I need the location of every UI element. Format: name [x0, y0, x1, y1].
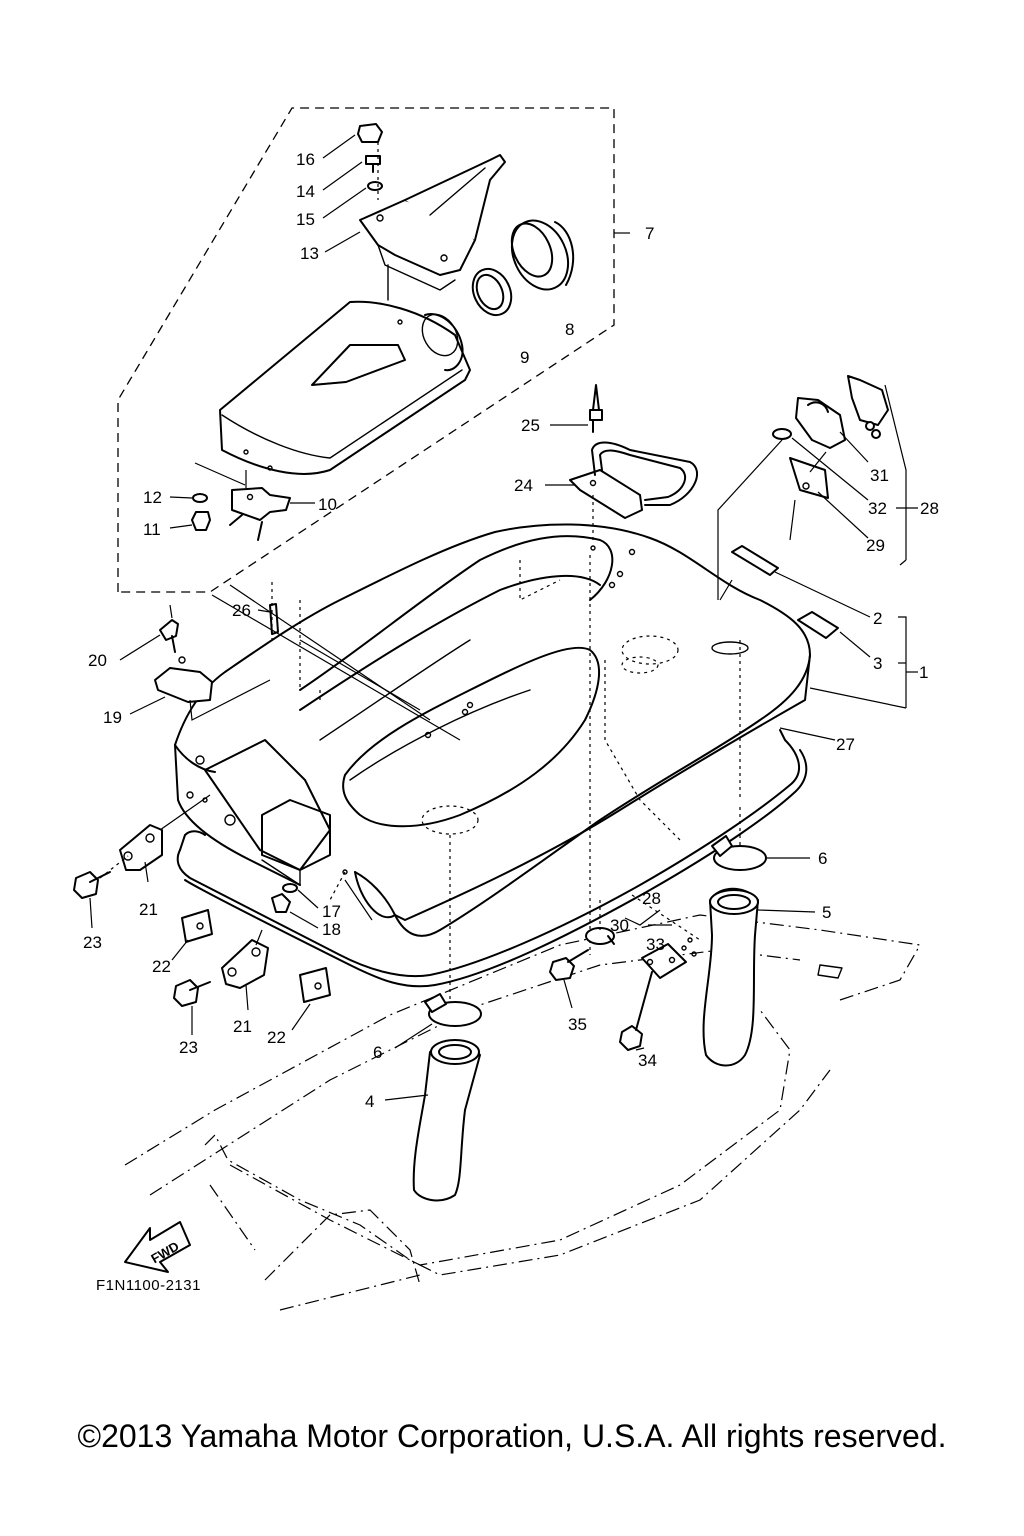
callout-18: 18	[322, 920, 341, 939]
callout-31: 31	[870, 466, 889, 485]
callout-26: 26	[232, 601, 251, 620]
callout-4: 4	[365, 1092, 374, 1111]
callout-1: 1	[919, 663, 928, 682]
top-fasteners	[322, 123, 383, 253]
vent-hoses	[384, 805, 816, 1202]
side-fasteners	[271, 869, 348, 929]
callout-6: 6	[818, 849, 827, 868]
vent-plate-fasteners	[549, 894, 701, 1051]
rear-latch-cluster	[717, 375, 918, 600]
duct-latch	[169, 462, 315, 541]
callout-22: 22	[267, 1028, 286, 1047]
forward-direction-arrow: FWD	[124, 1221, 191, 1273]
callout-8: 8	[565, 320, 574, 339]
callout-5: 5	[822, 903, 831, 922]
callout-32: 32	[868, 499, 887, 518]
deck-gasket	[176, 729, 808, 988]
callout-29: 29	[866, 536, 885, 555]
callout-22: 22	[152, 957, 171, 976]
callout-16: 16	[296, 150, 315, 169]
hull-outline	[124, 914, 921, 1311]
callout-6: 6	[373, 1043, 382, 1062]
callout-21: 21	[139, 900, 158, 919]
callout-13: 13	[300, 244, 319, 263]
callout-34: 34	[638, 1051, 657, 1070]
callout-9: 9	[520, 348, 529, 367]
callout-35: 35	[568, 1015, 587, 1034]
callout-12: 12	[143, 488, 162, 507]
copyright-notice: ©2013 Yamaha Motor Corporation, U.S.A. A…	[77, 1418, 947, 1454]
callout-21: 21	[233, 1017, 252, 1036]
callout-7: 7	[645, 224, 654, 243]
deck-leaders	[211, 584, 836, 921]
callout-28: 28	[920, 499, 939, 518]
callout-25: 25	[521, 416, 540, 435]
fwd-label: FWD	[148, 1238, 181, 1266]
seal-rings	[471, 219, 575, 317]
deck-strip	[257, 582, 279, 640]
deck-emblems	[719, 545, 918, 709]
callout-labels: 1 2 3 4 5 6 6 7 8 9 10 11 12 13 14 15 16…	[83, 150, 939, 1111]
callout-14: 14	[296, 182, 315, 201]
callout-17: 17	[322, 902, 341, 921]
deck-assembly	[174, 523, 811, 1000]
callout-11: 11	[143, 520, 161, 539]
duct-cover	[219, 300, 471, 475]
callout-10: 10	[318, 495, 337, 514]
callout-2: 2	[873, 609, 882, 628]
callout-23: 23	[179, 1038, 198, 1057]
drawing-number: F1N1100-2131	[96, 1277, 201, 1294]
callout-15: 15	[296, 210, 315, 229]
callout-3: 3	[873, 654, 882, 673]
front-cap	[119, 604, 271, 721]
callout-28: 28	[642, 889, 661, 908]
duct-bracket	[359, 154, 506, 301]
callout-23: 23	[83, 933, 102, 952]
callout-24: 24	[514, 476, 533, 495]
callout-27: 27	[836, 735, 855, 754]
callout-30: 30	[610, 916, 629, 935]
grab-handle	[545, 384, 699, 551]
callout-20: 20	[88, 651, 107, 670]
hinge-brackets	[73, 794, 331, 1035]
callout-19: 19	[103, 708, 122, 727]
callout-33: 33	[646, 935, 665, 954]
